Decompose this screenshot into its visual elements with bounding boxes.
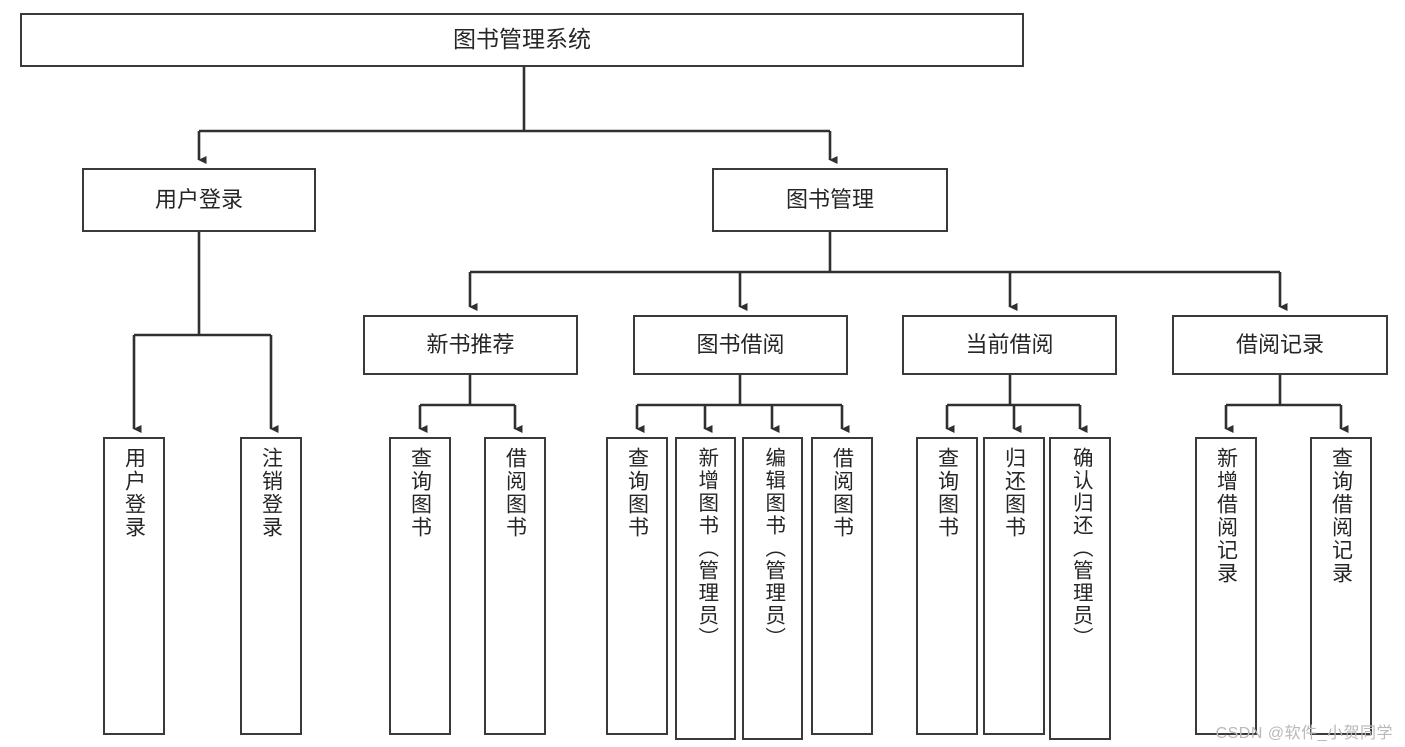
node-leaf-logout[interactable]: 注销登录: [240, 437, 302, 735]
node-leaf-return-book-label: 归还图书: [1002, 447, 1026, 539]
node-user-login-label: 用户登录: [154, 187, 243, 213]
node-leaf-borrow-book-b[interactable]: 借阅图书: [811, 437, 873, 735]
node-borrow-record-label: 借阅记录: [1235, 332, 1324, 358]
node-root-system[interactable]: 图书管理系统: [20, 13, 1024, 67]
node-root-system-label: 图书管理系统: [453, 26, 591, 53]
node-leaf-query-book-a[interactable]: 查询图书: [389, 437, 451, 735]
node-leaf-add-book-admin-label: 新增图书（管理员）: [694, 447, 718, 650]
node-leaf-query-book-a-label: 查询图书: [408, 447, 432, 539]
node-leaf-query-borrow-record[interactable]: 查询借阅记录: [1310, 437, 1372, 735]
node-leaf-logout-label: 注销登录: [259, 447, 283, 539]
node-leaf-edit-book-admin[interactable]: 编辑图书（管理员）: [742, 437, 803, 740]
node-borrow-record[interactable]: 借阅记录: [1172, 315, 1388, 375]
node-book-borrow[interactable]: 图书借阅: [633, 315, 848, 375]
node-user-login[interactable]: 用户登录: [82, 168, 316, 232]
node-leaf-borrow-book-a[interactable]: 借阅图书: [484, 437, 546, 735]
watermark-csdn: CSDN @软件_小贺同学: [1215, 725, 1393, 742]
node-leaf-user-login-label: 用户登录: [122, 447, 146, 539]
node-book-borrow-label: 图书借阅: [696, 332, 785, 358]
node-leaf-add-borrow-record[interactable]: 新增借阅记录: [1195, 437, 1257, 735]
node-leaf-add-book-admin[interactable]: 新增图书（管理员）: [675, 437, 736, 740]
node-new-book-recommendation[interactable]: 新书推荐: [363, 315, 578, 375]
node-leaf-confirm-return-admin-label: 确认归还（管理员）: [1069, 447, 1093, 650]
node-leaf-borrow-book-b-label: 借阅图书: [830, 447, 854, 539]
node-leaf-edit-book-admin-label: 编辑图书（管理员）: [761, 447, 785, 650]
node-book-management-label: 图书管理: [785, 187, 874, 213]
node-leaf-return-book[interactable]: 归还图书: [983, 437, 1045, 735]
node-current-borrow-label: 当前借阅: [965, 332, 1054, 358]
node-leaf-confirm-return-admin[interactable]: 确认归还（管理员）: [1049, 437, 1111, 740]
node-leaf-query-borrow-record-label: 查询借阅记录: [1329, 447, 1353, 585]
node-current-borrow[interactable]: 当前借阅: [902, 315, 1117, 375]
node-new-book-recommendation-label: 新书推荐: [426, 332, 515, 358]
node-leaf-borrow-book-a-label: 借阅图书: [503, 447, 527, 539]
node-leaf-query-book-c[interactable]: 查询图书: [916, 437, 978, 735]
node-leaf-query-book-b[interactable]: 查询图书: [606, 437, 668, 735]
node-leaf-query-book-c-label: 查询图书: [935, 447, 959, 539]
node-leaf-add-borrow-record-label: 新增借阅记录: [1214, 447, 1238, 585]
node-leaf-user-login[interactable]: 用户登录: [103, 437, 165, 735]
node-leaf-query-book-b-label: 查询图书: [625, 447, 649, 539]
node-book-management[interactable]: 图书管理: [712, 168, 948, 232]
